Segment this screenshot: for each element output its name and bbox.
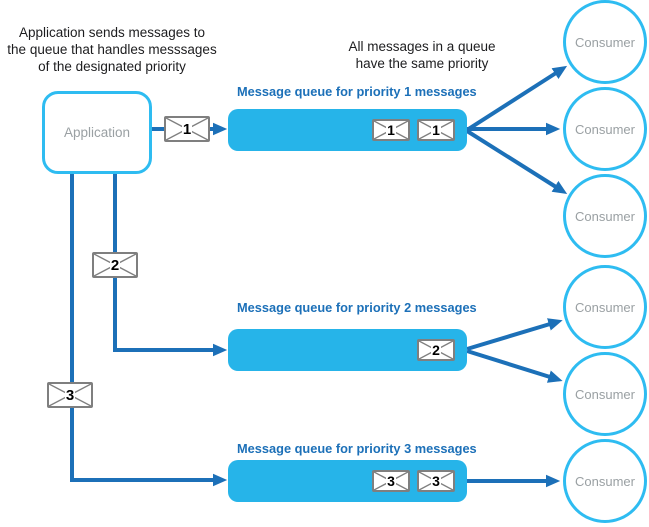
arrow-app-to-queue3 bbox=[70, 168, 228, 487]
consumer-node-4: Consumer bbox=[563, 265, 647, 349]
queue3-title: Message queue for priority 3 messages bbox=[237, 441, 477, 456]
consumer-label: Consumer bbox=[575, 473, 635, 489]
arrow-queue2-to-consumer4 bbox=[466, 318, 563, 351]
application-label: Application bbox=[63, 125, 131, 140]
top-annotation-line2: have the same priority bbox=[355, 56, 489, 71]
arrow-app-to-queue2 bbox=[113, 168, 228, 357]
consumer-node-3: Consumer bbox=[563, 174, 647, 258]
queue1-envelope-2: 1 bbox=[417, 119, 455, 141]
arrow-queue1-to-consumer3 bbox=[465, 129, 568, 195]
arrow-queue2-to-consumer5 bbox=[466, 349, 563, 383]
envelope-number: 1 bbox=[386, 122, 396, 138]
route-envelope-priority3: 3 bbox=[47, 382, 93, 408]
consumer-node-1: Consumer bbox=[563, 0, 647, 84]
queue2-title: Message queue for priority 2 messages bbox=[237, 300, 477, 315]
envelope-number: 2 bbox=[431, 342, 441, 358]
queue3-envelope-1: 3 bbox=[372, 470, 410, 492]
consumer-node-2: Consumer bbox=[563, 87, 647, 171]
consumer-label: Consumer bbox=[575, 299, 635, 315]
left-annotation: Application sends messages to the queue … bbox=[6, 24, 218, 75]
queue3-envelope-2: 3 bbox=[417, 470, 455, 492]
consumer-node-6: Consumer bbox=[563, 439, 647, 523]
queue1-envelope-1: 1 bbox=[372, 119, 410, 141]
arrow-queue1-to-consumer1 bbox=[465, 65, 568, 132]
top-annotation: All messages in a queue have the same pr… bbox=[332, 38, 512, 72]
consumer-label: Consumer bbox=[575, 208, 635, 224]
consumer-label: Consumer bbox=[575, 121, 635, 137]
application-node: Application bbox=[42, 91, 152, 174]
left-annotation-line1: Application sends messages to bbox=[18, 25, 206, 40]
route-envelope-priority1: 1 bbox=[164, 116, 210, 142]
envelope-number: 3 bbox=[431, 473, 441, 489]
left-annotation-line2: the queue that handles messsages bbox=[7, 42, 217, 57]
envelope-number: 3 bbox=[64, 386, 76, 404]
envelope-number: 2 bbox=[109, 256, 121, 274]
consumer-label: Consumer bbox=[575, 34, 635, 50]
queue2-envelope-1: 2 bbox=[417, 339, 455, 361]
consumer-label: Consumer bbox=[575, 386, 635, 402]
top-annotation-line1: All messages in a queue bbox=[348, 39, 496, 54]
consumer-node-5: Consumer bbox=[563, 352, 647, 436]
envelope-number: 3 bbox=[386, 473, 396, 489]
left-annotation-line3: of the designated priority bbox=[38, 59, 186, 74]
envelope-number: 1 bbox=[181, 120, 193, 138]
queue1-title: Message queue for priority 1 messages bbox=[237, 84, 477, 99]
envelope-number: 1 bbox=[431, 122, 441, 138]
route-envelope-priority2: 2 bbox=[92, 252, 138, 278]
